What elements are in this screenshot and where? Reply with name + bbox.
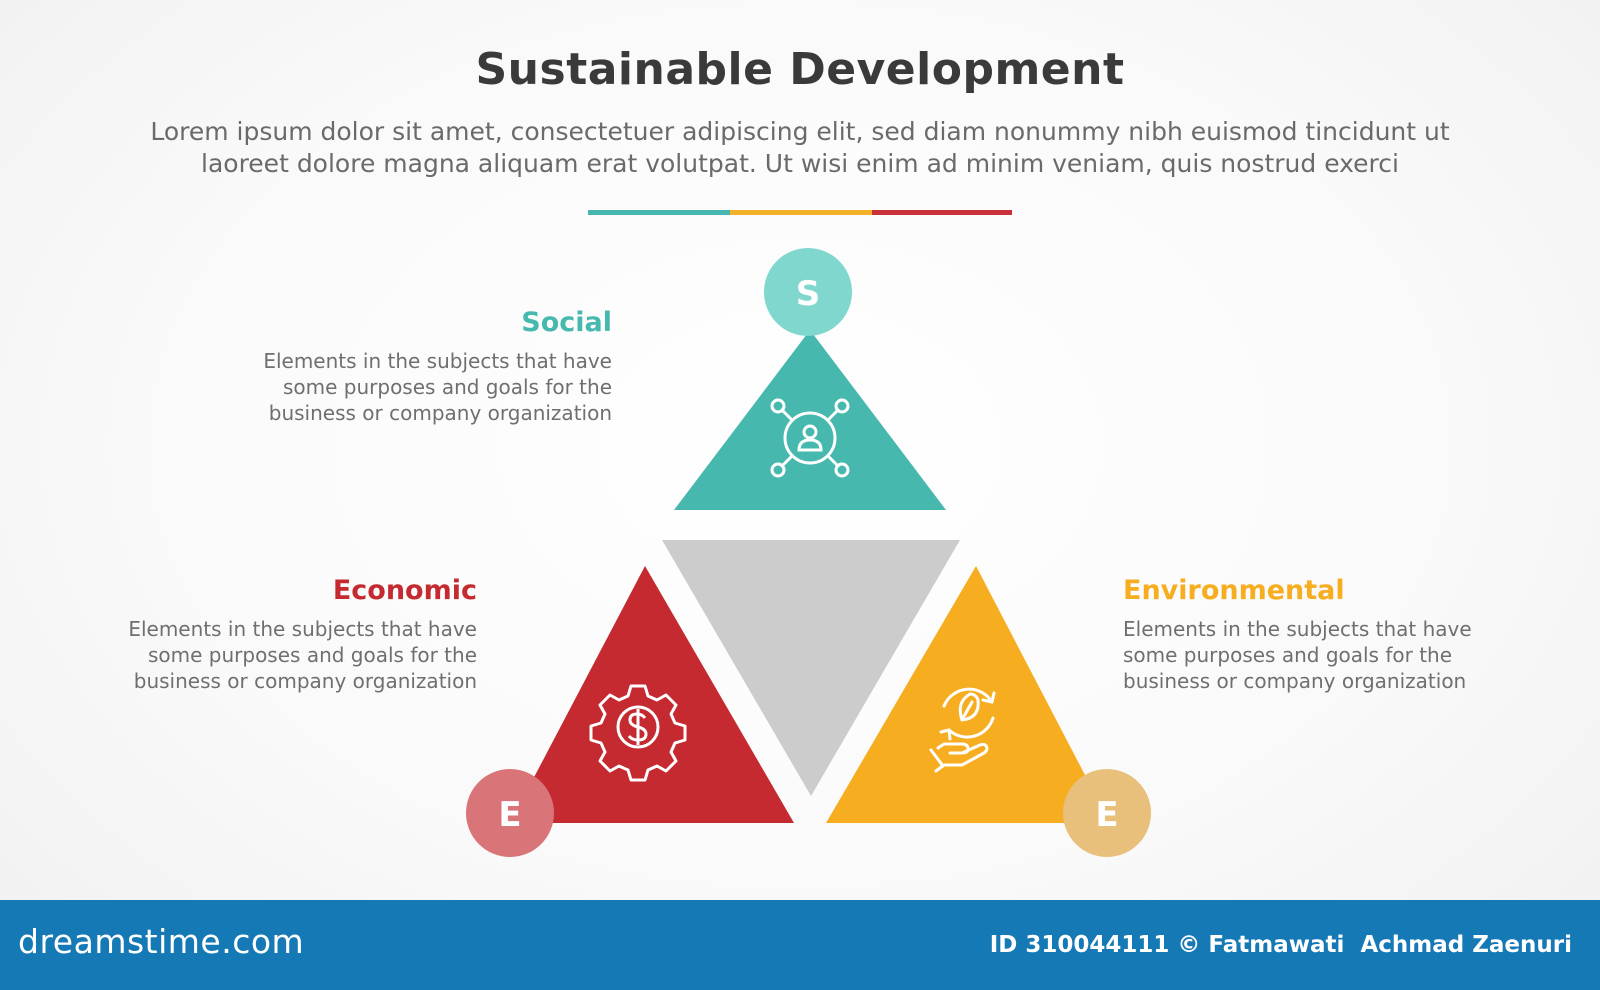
economic-badge-letter: E xyxy=(498,795,521,835)
social-description: Elements in the subjects that have some … xyxy=(210,348,612,426)
dreamstime-logo: dreamstime.com xyxy=(18,922,305,961)
economic-description: Elements in the subjects that have some … xyxy=(76,616,477,694)
economic-triangle xyxy=(510,566,794,823)
economic-description-line: Elements in the subjects that have xyxy=(128,617,477,641)
infographic-page: Sustainable Development Lorem ipsum dolo… xyxy=(76,44,1543,857)
economic-heading: Economic xyxy=(332,575,477,606)
environmental-description-line: some purposes and goals for the xyxy=(1123,643,1453,667)
environmental-text-block: Environmental Elements in the subjects t… xyxy=(1123,574,1543,694)
divider-orange xyxy=(730,210,872,215)
environmental-description-line: Elements in the subjects that have xyxy=(1123,617,1472,641)
economic-description-line: some purposes and goals for the xyxy=(147,643,477,667)
environmental-badge: E xyxy=(1063,769,1151,857)
image-credit: ID 310044111 © Fatmawati Achmad Zaenuri xyxy=(989,932,1572,958)
gear-dollar-icon xyxy=(589,684,687,782)
watermark-footer: dreamstime.com ID 310044111 © Fatmawati … xyxy=(0,900,1600,990)
social-text-block: Social Elements in the subjects that hav… xyxy=(210,306,612,426)
subtitle-line-2: laoreet dolore magna aliquam erat volutp… xyxy=(201,149,1399,178)
social-triangle xyxy=(674,330,946,510)
social-heading: Social xyxy=(521,307,612,338)
triangle-diagram: S E E xyxy=(466,248,1151,857)
environmental-description-line: business or company organization xyxy=(1123,669,1467,693)
divider-red xyxy=(872,210,1012,215)
environmental-description: Elements in the subjects that have some … xyxy=(1123,616,1543,694)
economic-badge: E xyxy=(466,769,554,857)
page-title: Sustainable Development xyxy=(475,44,1125,95)
hand-leaf-recycle-icon xyxy=(929,687,996,773)
divider-teal xyxy=(588,210,730,215)
environmental-heading: Environmental xyxy=(1123,575,1345,606)
social-description-line: business or company organization xyxy=(268,401,612,425)
social-description-line: Elements in the subjects that have xyxy=(263,349,612,373)
center-triangle xyxy=(662,540,960,796)
economic-description-line: business or company organization xyxy=(133,669,477,693)
social-description-line: some purposes and goals for the xyxy=(282,375,612,399)
economic-text-block: Economic Elements in the subjects that h… xyxy=(76,574,477,694)
subtitle: Lorem ipsum dolor sit amet, consectetuer… xyxy=(110,116,1490,180)
social-badge-letter: S xyxy=(796,274,821,314)
social-badge: S xyxy=(764,248,852,336)
network-user-icon xyxy=(770,398,850,478)
environmental-badge-letter: E xyxy=(1095,795,1118,835)
subtitle-line-1: Lorem ipsum dolor sit amet, consectetuer… xyxy=(150,117,1450,146)
